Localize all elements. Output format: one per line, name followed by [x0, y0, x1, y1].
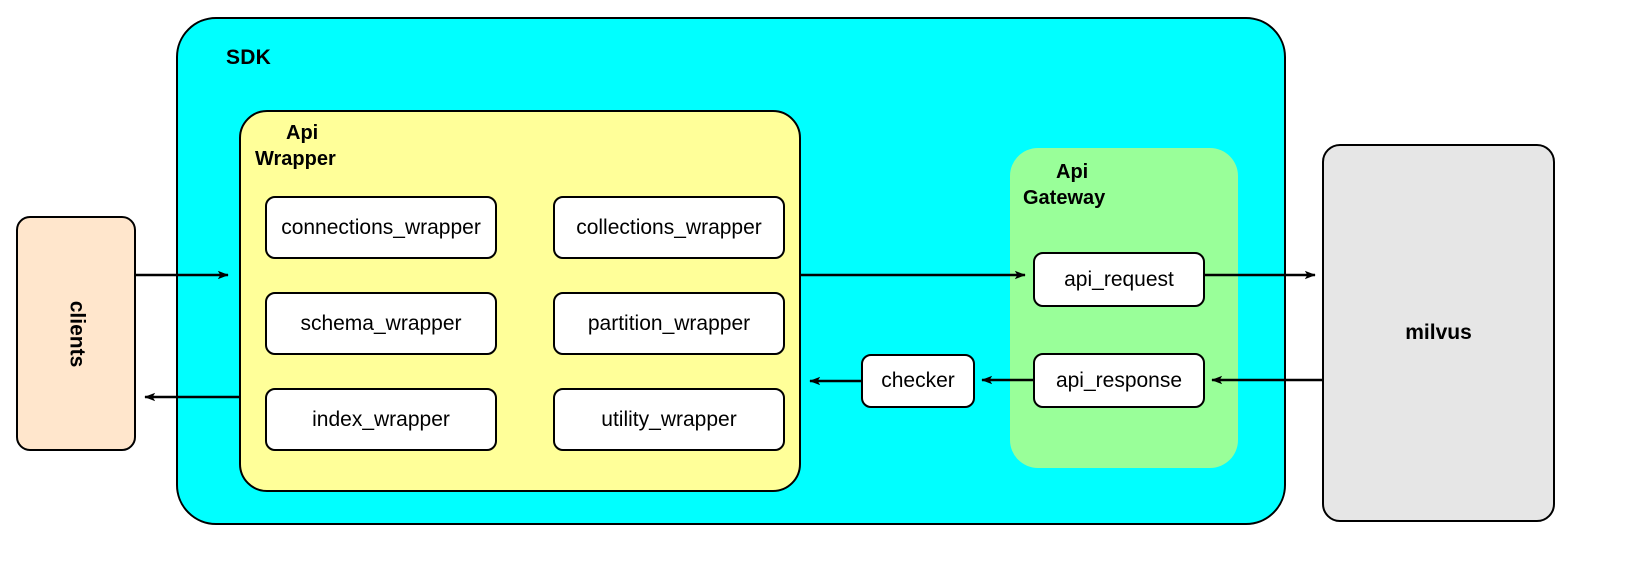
sdk-label: SDK: [226, 46, 271, 69]
node-clients[interactable]: clients: [16, 216, 136, 451]
node-connections-wrapper-label: connections_wrapper: [281, 215, 481, 239]
node-api-response-label: api_response: [1055, 368, 1183, 392]
node-api-response[interactable]: api_response: [1033, 353, 1205, 408]
api-gateway-label-line1: Api: [1056, 161, 1089, 183]
node-milvus[interactable]: milvus: [1322, 144, 1555, 522]
node-utility-wrapper[interactable]: utility_wrapper: [553, 388, 785, 451]
node-collections-wrapper-label: collections_wrapper: [576, 215, 762, 239]
node-partition-wrapper[interactable]: partition_wrapper: [553, 292, 785, 355]
node-api-request[interactable]: api_request: [1033, 252, 1205, 307]
node-checker[interactable]: checker: [861, 354, 975, 408]
api-gateway-label-line2: Gateway: [1023, 186, 1106, 209]
node-partition-wrapper-label: partition_wrapper: [587, 311, 751, 335]
node-checker-label: checker: [881, 369, 955, 392]
api-gateway-container: Api Gateway: [1010, 148, 1238, 468]
node-connections-wrapper[interactable]: connections_wrapper: [265, 196, 497, 259]
node-index-wrapper-label: index_wrapper: [312, 407, 450, 431]
node-schema-wrapper[interactable]: schema_wrapper: [265, 292, 497, 355]
node-utility-wrapper-label: utility_wrapper: [601, 407, 737, 431]
node-clients-label: clients: [65, 300, 88, 367]
node-index-wrapper[interactable]: index_wrapper: [265, 388, 497, 451]
node-collections-wrapper[interactable]: collections_wrapper: [553, 196, 785, 259]
node-milvus-label: milvus: [1405, 321, 1472, 344]
api-gateway-label: Api Gateway: [1023, 160, 1105, 211]
api-wrapper-label-line1: Api: [286, 122, 319, 144]
node-schema-wrapper-label: schema_wrapper: [300, 311, 462, 335]
api-wrapper-label: Api Wrapper: [255, 121, 336, 172]
api-wrapper-label-line2: Wrapper: [255, 147, 336, 170]
node-api-request-label: api_request: [1064, 267, 1174, 291]
